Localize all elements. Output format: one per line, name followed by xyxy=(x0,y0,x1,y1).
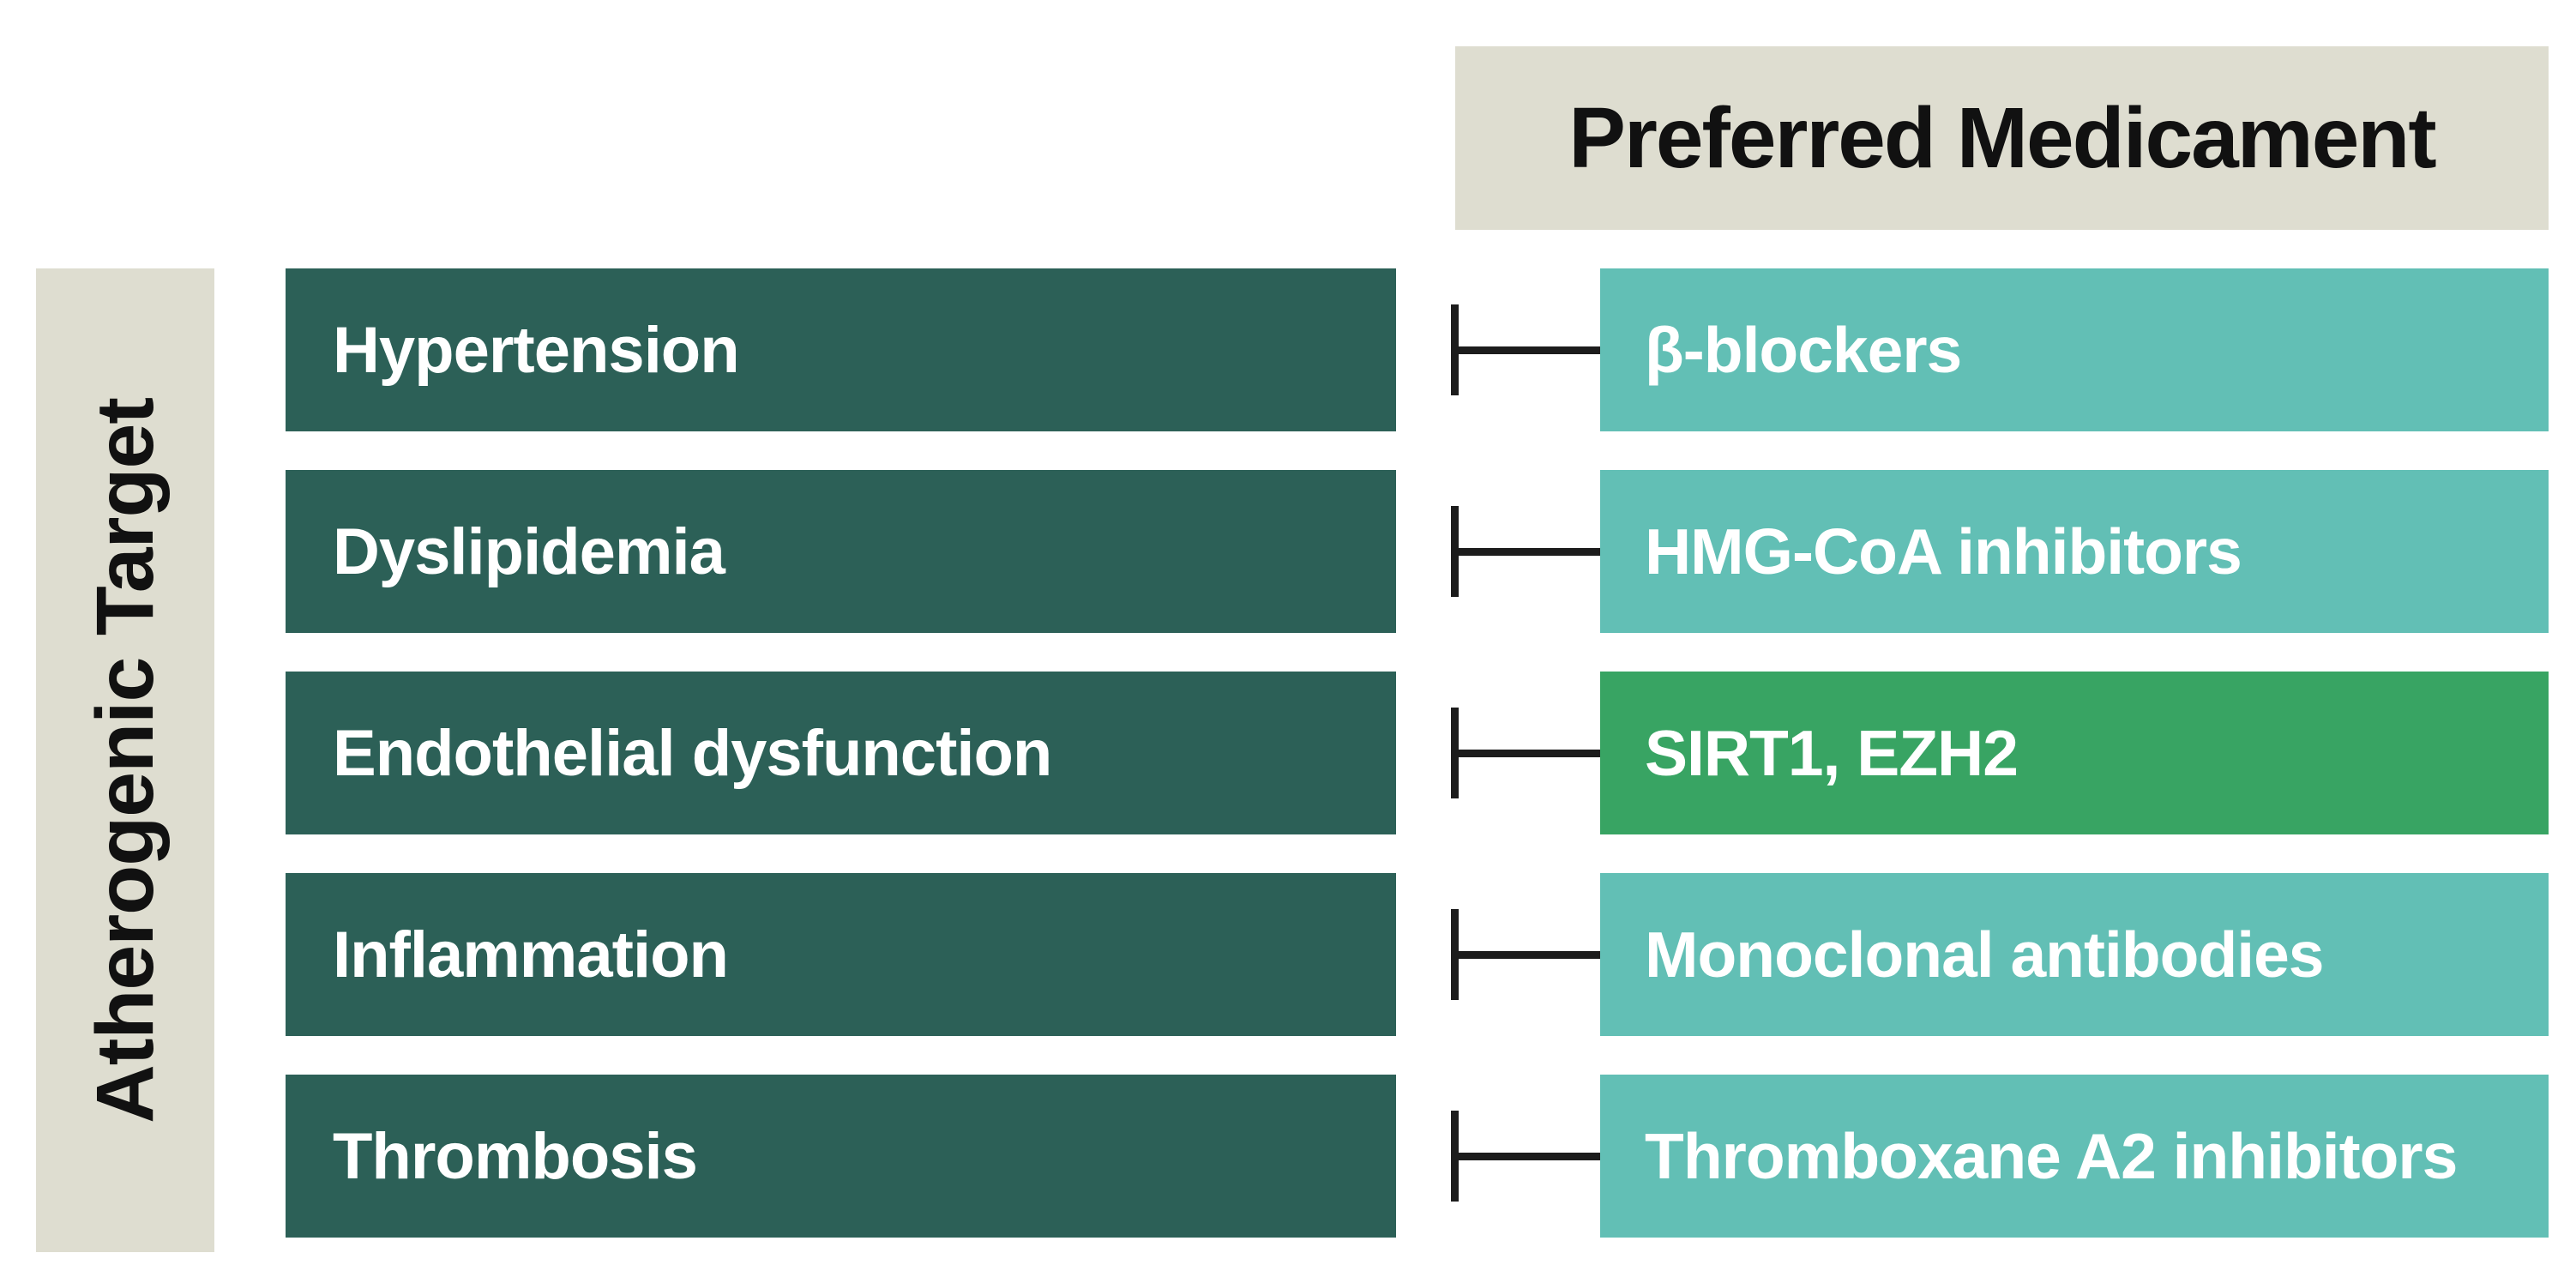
medicament-box: SIRT1, EZH2 xyxy=(1600,672,2549,834)
row-endothelial-dysfunction: Endothelial dysfunction SIRT1, EZH2 xyxy=(0,672,2576,834)
medicament-box: HMG-CoA inhibitors xyxy=(1600,470,2549,633)
target-box: Inflammation xyxy=(286,873,1396,1036)
target-label: Inflammation xyxy=(333,918,729,991)
target-label: Endothelial dysfunction xyxy=(333,716,1052,790)
row-hypertension: Hypertension β-blockers xyxy=(0,268,2576,431)
medicament-label: SIRT1, EZH2 xyxy=(1645,717,2019,789)
t-bar-horizontal xyxy=(1454,346,1602,354)
medicament-label: Monoclonal antibodies xyxy=(1645,919,2325,991)
target-label: Hypertension xyxy=(333,313,740,387)
t-bar-horizontal xyxy=(1454,750,1602,757)
t-bar-vertical xyxy=(1451,708,1459,798)
t-bar-horizontal xyxy=(1454,951,1602,959)
t-bar-horizontal xyxy=(1454,1153,1602,1160)
t-bar-vertical xyxy=(1451,909,1459,1000)
medicament-label: HMG-CoA inhibitors xyxy=(1645,515,2242,587)
medicament-box: Thromboxane A2 inhibitors xyxy=(1600,1075,2549,1238)
row-dyslipidemia: Dyslipidemia HMG-CoA inhibitors xyxy=(0,470,2576,633)
t-bar-vertical xyxy=(1451,304,1459,395)
target-box: Endothelial dysfunction xyxy=(286,672,1396,834)
target-box: Dyslipidemia xyxy=(286,470,1396,633)
row-inflammation: Inflammation Monoclonal antibodies xyxy=(0,873,2576,1036)
t-bar-vertical xyxy=(1451,506,1459,597)
t-bar-horizontal xyxy=(1454,548,1602,556)
medicament-label: β-blockers xyxy=(1645,314,1962,386)
header-title: Preferred Medicament xyxy=(1568,89,2436,186)
target-box: Thrombosis xyxy=(286,1075,1396,1238)
target-box: Hypertension xyxy=(286,268,1396,431)
target-label: Dyslipidemia xyxy=(333,515,725,588)
medicament-box: β-blockers xyxy=(1600,268,2549,431)
target-label: Thrombosis xyxy=(333,1119,698,1193)
preferred-medicament-header: Preferred Medicament xyxy=(1455,46,2549,230)
t-bar-vertical xyxy=(1451,1111,1459,1202)
medicament-label: Thromboxane A2 inhibitors xyxy=(1645,1120,2458,1192)
row-thrombosis: Thrombosis Thromboxane A2 inhibitors xyxy=(0,1075,2576,1238)
medicament-box: Monoclonal antibodies xyxy=(1600,873,2549,1036)
atherogenic-target-panel: Atherogenic Target xyxy=(36,268,214,1252)
